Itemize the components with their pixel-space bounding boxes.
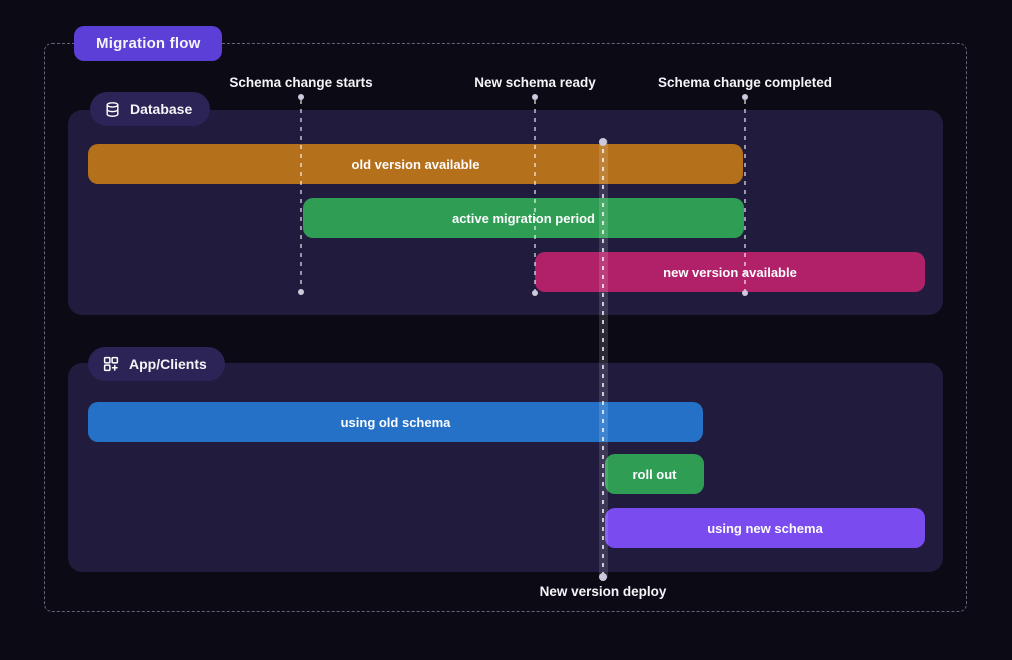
bar-roll-out: roll out [605,454,704,494]
app-clients-section-badge: App/Clients [88,347,225,381]
bar-active-migration-period: active migration period [303,198,744,238]
guide-dot [742,94,748,100]
guide-dot [599,138,607,146]
guide-line-schema-change-completed [744,100,746,292]
deploy-label-new-version-deploy: New version deploy [539,584,667,599]
bar-using-old-schema: using old schema [88,402,703,442]
bar-using-new-schema: using new schema [605,508,925,548]
guide-dot [532,290,538,296]
milestone-label-new-schema-ready: New schema ready [474,75,596,90]
app-clients-section-label: App/Clients [129,356,207,372]
diagram-dashed-frame [44,43,967,612]
guide-dot [599,573,607,581]
diagram-title-badge: Migration flow [74,26,223,61]
deploy-guide-line [602,140,604,578]
guide-dot [298,94,304,100]
bar-old-version-available: old version available [88,144,743,184]
database-section-label: Database [130,101,193,117]
apps-icon [102,355,120,373]
database-section-badge: Database [90,92,211,126]
milestone-label-schema-change-starts: Schema change starts [229,75,373,90]
guide-dot [532,94,538,100]
guide-dot [298,289,304,295]
bar-new-version-available: new version available [535,252,925,292]
guide-line-new-schema-ready [534,100,536,292]
database-icon [104,101,121,118]
milestone-label-schema-change-completed: Schema change completed [657,75,833,90]
guide-line-schema-change-starts [300,100,302,290]
guide-dot [742,290,748,296]
